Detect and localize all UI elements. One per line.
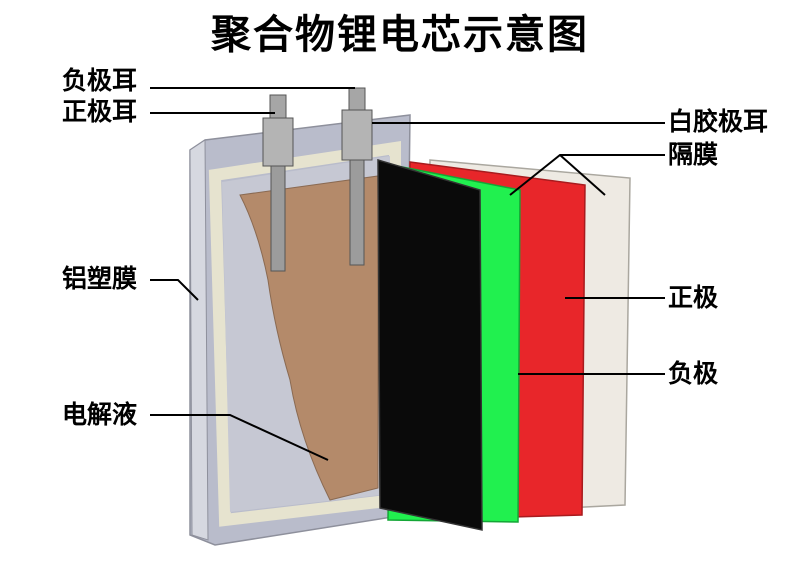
label-aluminum-film: 铝塑膜: [62, 264, 138, 293]
leader-electrolyte: [150, 414, 329, 461]
negative-tab-lower: [270, 165, 286, 272]
negative-tab-seal: [262, 117, 294, 167]
label-negative-tab: 负极耳: [62, 66, 138, 95]
label-electrolyte: 电解液: [62, 400, 138, 429]
label-positive-tab: 正极耳: [62, 97, 138, 126]
positive-tab-lower: [349, 159, 365, 266]
label-negative-electrode: 负极: [668, 359, 719, 388]
label-positive-electrode: 正极: [668, 283, 719, 312]
black-negative-sheet: [377, 158, 483, 531]
leader-aluminum-film: [150, 279, 199, 301]
positive-tab-seal: [341, 109, 373, 161]
leader-separator-branch: [559, 154, 606, 196]
label-separator: 隔膜: [668, 140, 719, 169]
pouch-left-edge: [189, 139, 209, 541]
diagram-title: 聚合物锂电芯示意图: [211, 12, 589, 58]
label-white-tab-glue: 白胶极耳: [668, 107, 769, 136]
